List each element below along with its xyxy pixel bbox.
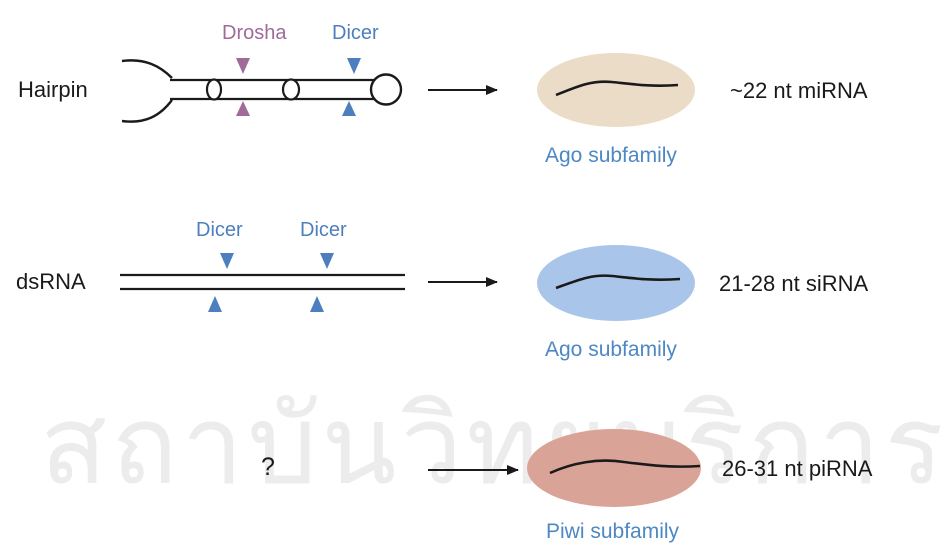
dicer-cut-bottom xyxy=(342,101,356,116)
dsrna-structure xyxy=(120,275,405,289)
ago-protein-2 xyxy=(537,245,695,321)
source-label-hairpin: Hairpin xyxy=(18,79,88,101)
enzyme-label-dicer-2: Dicer xyxy=(300,220,347,240)
dicer-cut-bottom-1 xyxy=(208,296,222,312)
subfamily-label-ago-2: Ago subfamily xyxy=(545,339,677,360)
ago-protein-1 xyxy=(537,53,695,127)
source-label-dsrna: dsRNA xyxy=(16,271,86,293)
dicer-cut-top-1 xyxy=(220,253,234,269)
enzyme-label-drosha: Drosha xyxy=(222,23,286,43)
product-label-pirna: 26-31 nt piRNA xyxy=(722,458,872,480)
dicer-cut-top xyxy=(347,58,361,74)
subfamily-label-ago-1: Ago subfamily xyxy=(545,145,677,166)
dicer-cut-bottom-2 xyxy=(310,296,324,312)
dicer-cut-top-2 xyxy=(320,253,334,269)
enzyme-label-dicer-1: Dicer xyxy=(196,220,243,240)
subfamily-label-piwi: Piwi subfamily xyxy=(546,521,679,542)
product-label-sirna: 21-28 nt siRNA xyxy=(719,273,868,295)
source-label-unknown: ? xyxy=(261,455,275,480)
hairpin-structure xyxy=(122,60,401,121)
drosha-cut-top xyxy=(236,58,250,74)
piwi-protein xyxy=(527,429,701,507)
enzyme-label-dicer: Dicer xyxy=(332,23,379,43)
product-label-mirna: ~22 nt miRNA xyxy=(730,80,868,102)
drosha-cut-bottom xyxy=(236,101,250,116)
